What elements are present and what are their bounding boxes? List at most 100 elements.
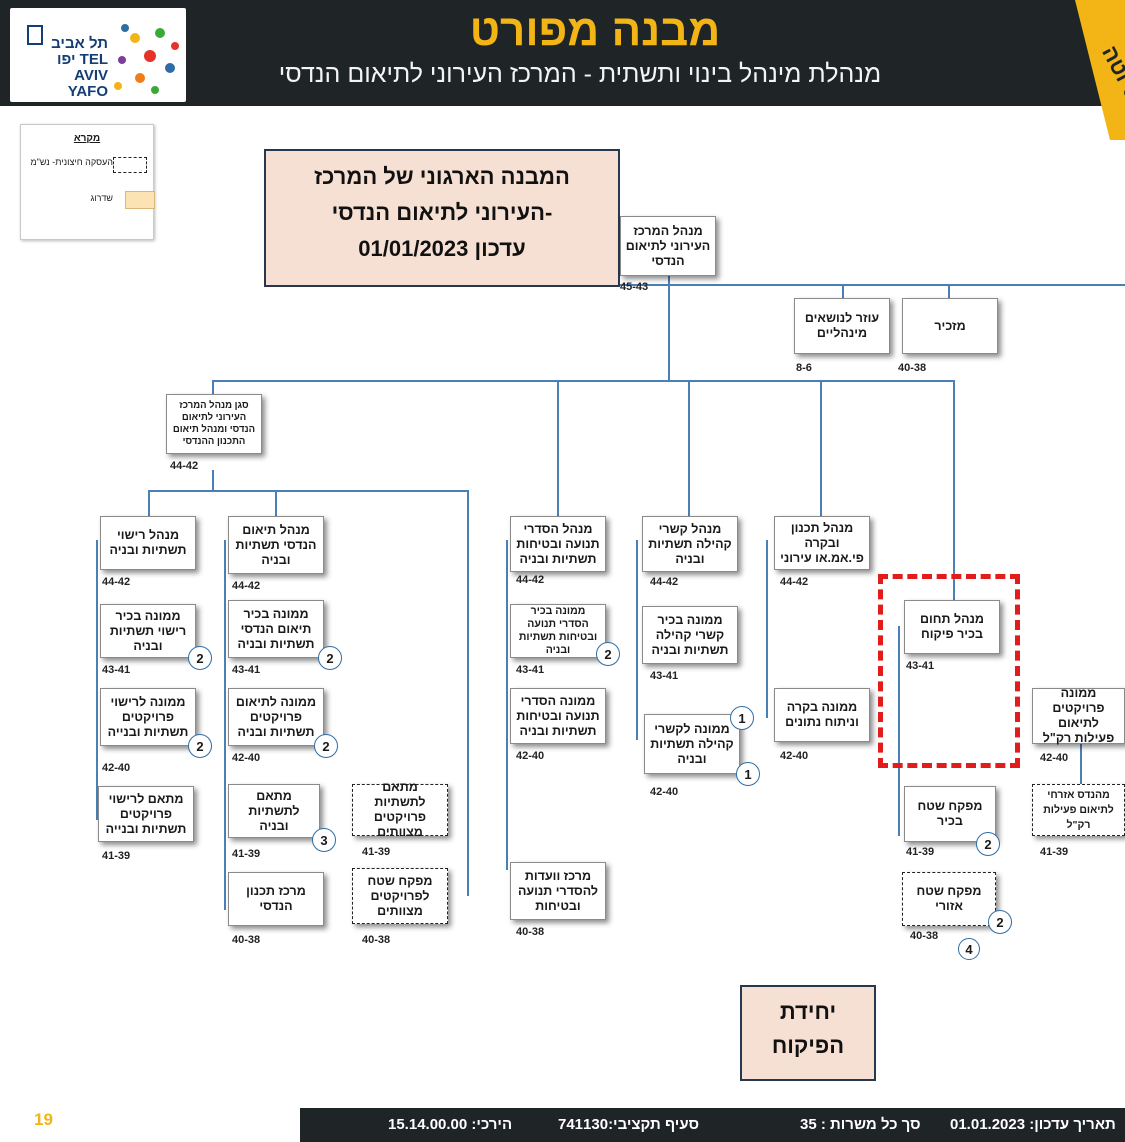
legend-item-upgrade: שדרוג [90,193,113,203]
node-inspection-manager: מנהל תחום בכיר פיקוח [904,600,1000,654]
footer-hierarchy: הירכי: 15.14.00.00 [388,1116,513,1133]
chart-title-line-1: המבנה הארגוני של המרכז [314,164,570,189]
count-badge: 2 [314,734,338,758]
grade-deputy: 44-42 [170,460,199,472]
connector-licensing [148,490,150,516]
footer-budget-clause: סעיף תקציבי:741130 [558,1116,700,1133]
grade-planning-manager: 44-42 [780,576,809,588]
node-external-coordinator: מתאם לתשתיות פרויקטים מצוותים [352,780,448,839]
grade-community-senior: 43-41 [650,670,679,682]
legend-dashed-swatch [113,157,147,173]
node-coord-manager: מנהל תיאום הנדסי תשתיות ובניה [228,516,324,574]
connector-inspection [953,380,955,600]
grade-coord-infra: 41-39 [232,848,261,860]
connector-level2 [212,380,954,382]
inspection-unit-label: יחידת הפיקוח [740,985,876,1081]
count-badge: 2 [188,646,212,670]
node-licensing-senior: ממונה בכיר רישוי תשתיות ובניה [100,604,196,658]
connector-external [467,490,469,896]
connector-community-stack [636,540,638,740]
logo-text: תל אביב יפו TEL AVIV YAFO [51,35,108,100]
chart-title-line-3: עדכון 01/01/2023 [358,236,526,261]
connector-traffic-stack [506,540,508,870]
node-coord-officer: ממונה לתיאום פרויקטים תשתיות ובניה [228,688,324,746]
node-regional-inspector: מפקח שטח אזורי [902,872,996,926]
node-head: מנהל המרכז העירוני לתיאום הנדסי [620,216,716,276]
grade-traffic-manager: 44-42 [516,574,545,586]
connector-inspection-stack [898,626,900,836]
connector-lightrail [1080,744,1082,784]
node-lightrail-officer: ממונה פרויקטים לתיאום פעילות רק"ל [1032,686,1125,745]
node-community-officer: ממונה לקשרי קהילה תשתיות ובניה [644,714,740,774]
page-number: 19 [34,1110,53,1129]
legend: מקרא העסקה חיצונית- נש"מ שדרוג [20,124,155,240]
node-licensing-coordinator: מתאם לרישוי פרויקטים תשתיות ובנייה [98,786,194,842]
node-deputy: סגן מנהל המרכז העירוני לתיאום הנדסי ומנה… [166,394,262,454]
connector-traffic [557,380,559,516]
node-advisor: עוזר לנושאים מינהליים [794,298,890,354]
connector-licensing-stack [96,540,98,820]
count-badge: 2 [596,642,620,666]
grade-coord-officer: 42-40 [232,752,261,764]
grade-licensing-manager: 44-42 [102,576,131,588]
grade-licensing-officer: 42-40 [102,762,131,774]
grade-control-officer: 42-40 [780,750,809,762]
legend-item-outsourced: העסקה חיצונית- נש"מ [30,157,113,167]
connector-advisor [842,284,844,298]
grade-advisor: 8-6 [796,362,812,374]
page-title: מבנה מפורט [469,6,721,55]
header-bar [0,0,1125,106]
grade-inspection-manager: 43-41 [906,660,935,672]
legend-upgrade-swatch [125,191,155,209]
connector-deputy-branch [148,490,468,492]
node-external-inspector: מפקח שטח לפרויקטים מצוותים [352,868,448,924]
node-licensing-manager: מנהל רישוי תשתיות ובניה [100,516,196,570]
node-coord-infra: מתאם לתשתיות ובניה [228,784,320,838]
grade-engineering-center: 40-38 [232,934,261,946]
grade-traffic-committees: 40-38 [516,926,545,938]
inspection-unit-label-line-2: הפיקוח [771,1033,845,1058]
node-planning-manager: מנהל תכנון ובקרה פי.אמ.או עירוני [774,516,870,570]
inspection-unit-label-line-1: יחידת [779,999,837,1024]
draft-ribbon: טיוטה [1015,0,1125,140]
node-traffic-committees: מרכז וועדות להסדרי תנועה ובטיחות [510,862,606,920]
node-senior-inspector: מפקח שטח בכיר [904,786,996,842]
count-badge-external: 1 [736,762,760,786]
grade-secretary: 40-38 [898,362,927,374]
count-badge: 1 [730,706,754,730]
legend-title: מקרא [73,133,101,144]
grade-lightrail-officer: 42-40 [1040,752,1069,764]
chart-title-line-2: העירוני לתיאום הנדסי- [331,200,553,225]
tel-aviv-logo: תל אביב יפו TEL AVIV YAFO [10,8,186,102]
grade-regional-inspector: 40-38 [910,930,939,942]
count-badge: 2 [988,910,1012,934]
node-control-officer: ממונה בקרה וניתוח נתונים [774,688,870,742]
node-traffic-manager: מנהל הסדרי תנועה ובטיחות תשתיות ובניה [510,516,606,572]
node-community-senior: ממונה בכיר קשרי קהילה תשתיות ובניה [642,606,738,664]
node-engineering-center: מרכז תכנון הנדסי [228,872,324,926]
count-badge: 2 [188,734,212,758]
grade-licensing-senior: 43-41 [102,664,131,676]
grade-external-inspector: 40-38 [362,934,391,946]
footer-total-positions: סך כל משרות : 35 [800,1116,921,1133]
count-badge: 2 [976,832,1000,856]
count-badge-external: 4 [958,938,980,960]
chart-title-box: המבנה הארגוני של המרכז העירוני לתיאום הנ… [264,149,620,287]
grade-community-manager: 44-42 [650,576,679,588]
node-coord-senior: ממונה בכיר תיאום הנדסי תשתיות ובניה [228,600,324,658]
grade-community-officer: 42-40 [650,786,679,798]
node-licensing-officer: ממונה לרישוי פרויקטים תשתיות ובנייה [100,688,196,746]
grade-traffic-senior: 43-41 [516,664,545,676]
connector-coord-stack [224,540,226,910]
grade-coord-manager: 44-42 [232,580,261,592]
grade-head: 45-43 [620,281,649,293]
node-traffic-senior: ממונה בכיר הסדרי תנועה ובטיחות תשתיות וב… [510,604,606,658]
inspection-unit-frame [878,574,1020,768]
grade-senior-inspector: 41-39 [906,846,935,858]
page-subtitle: מנהלת מינהל בינוי ותשתית - המרכז העירוני… [278,60,882,88]
connector-coord [275,490,277,516]
grade-licensing-coordinator: 41-39 [102,850,131,862]
grade-civil-engineer: 41-39 [1040,846,1069,858]
node-traffic-officer: ממונה הסדרי תנועה ובטיחות תשתיות ובניה [510,688,606,744]
